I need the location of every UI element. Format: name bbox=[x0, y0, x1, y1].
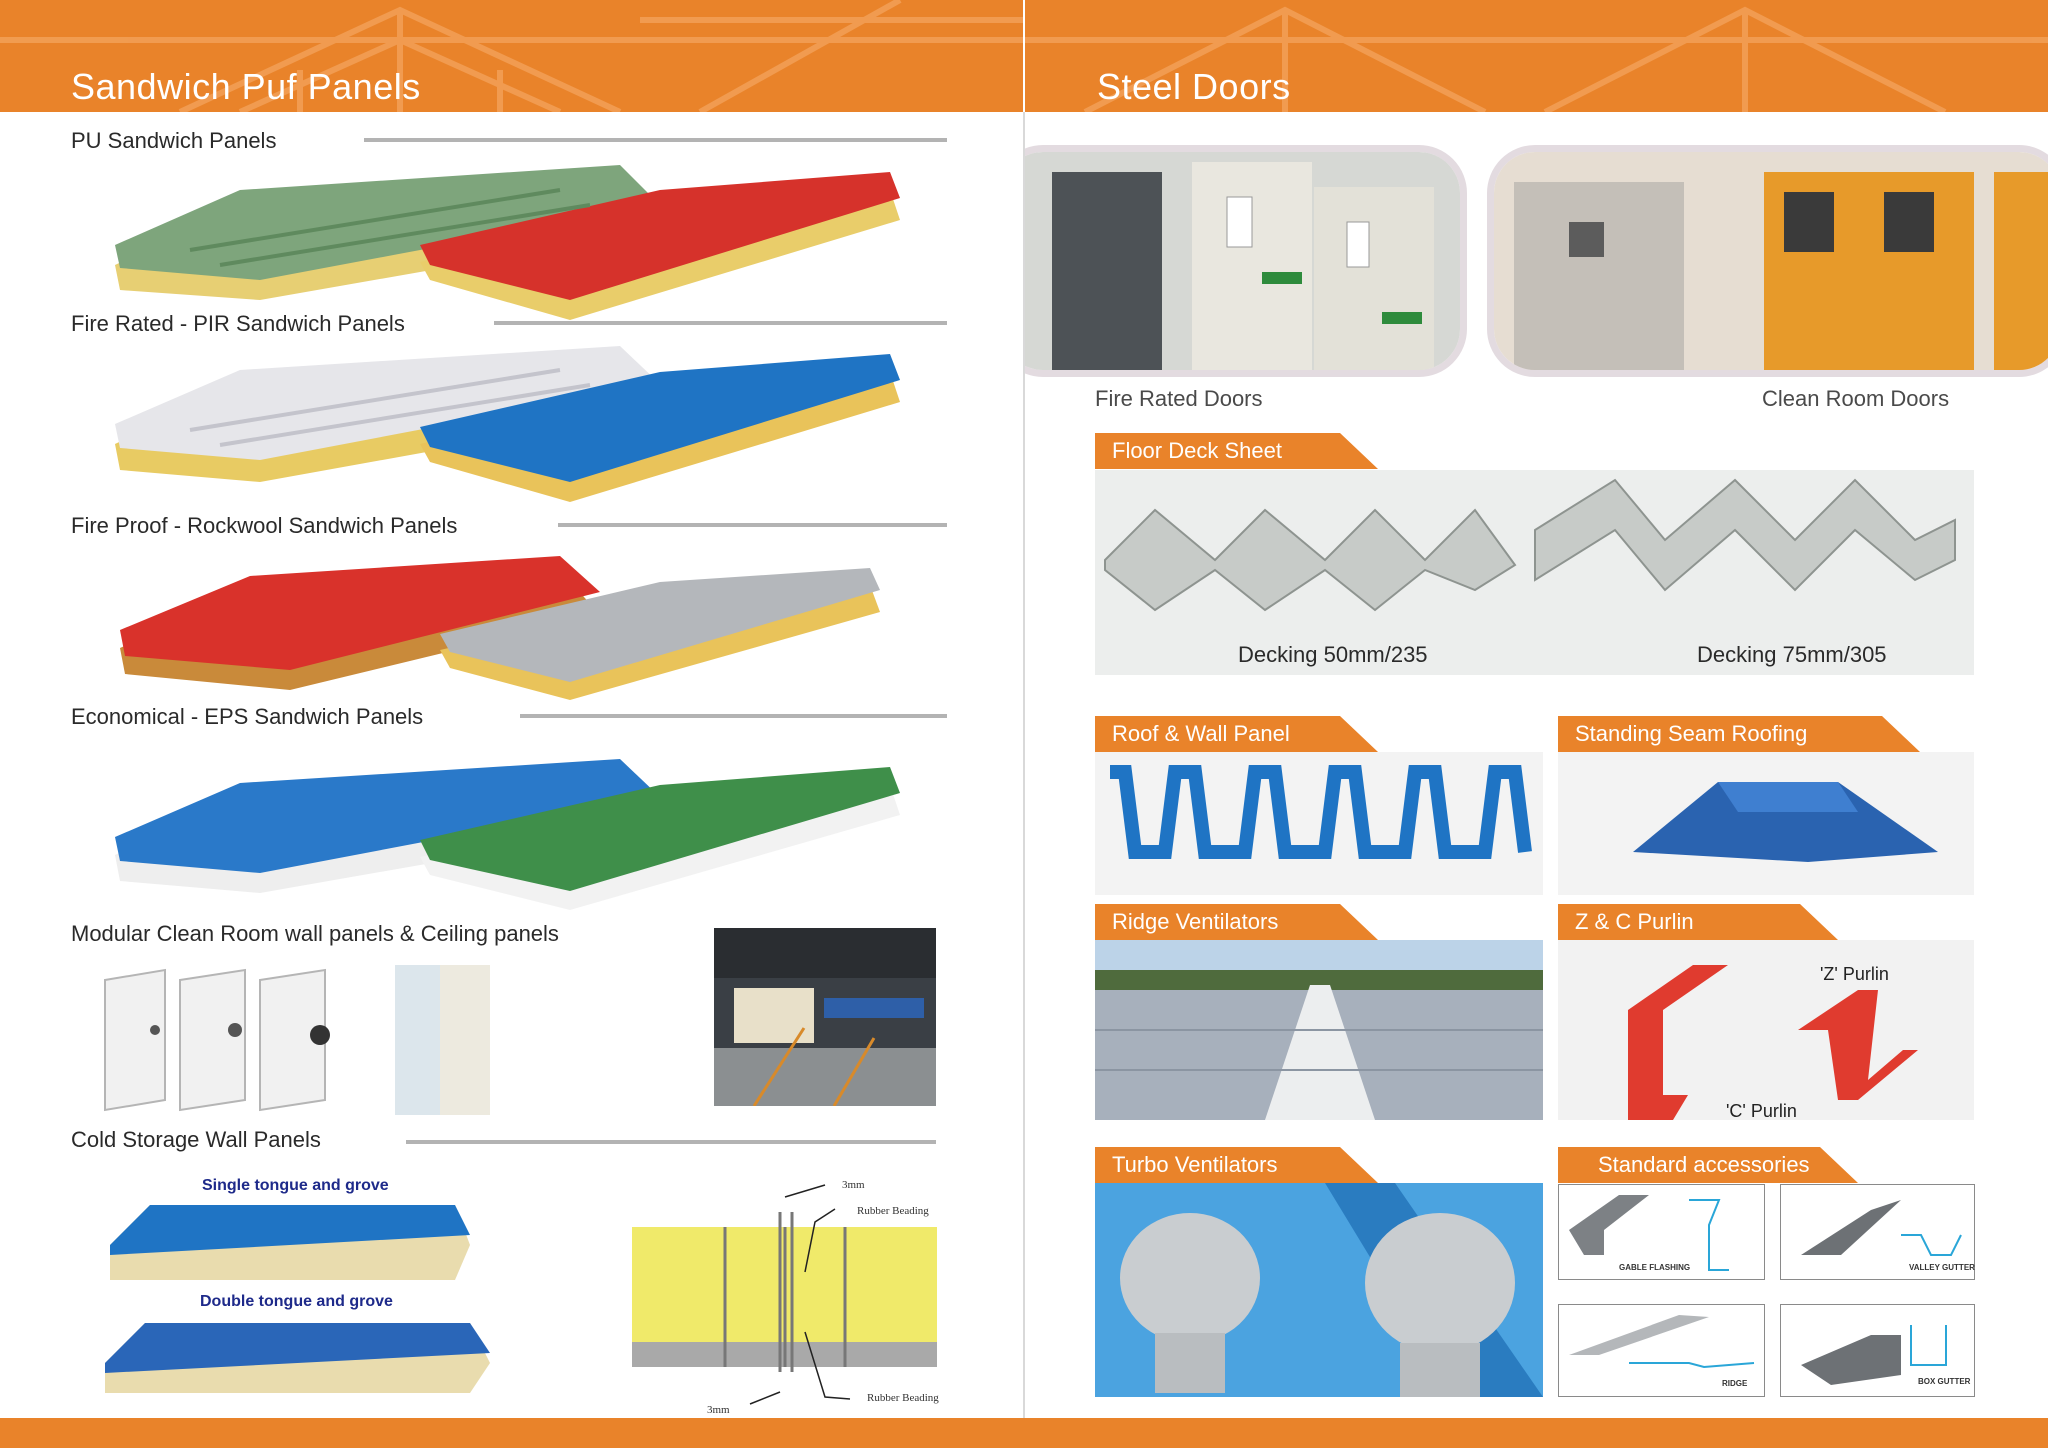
box-gutter-card: BOX GUTTER bbox=[1780, 1304, 1975, 1397]
beading-top-label: Rubber Beading bbox=[857, 1205, 929, 1217]
dim-top-label: 3mm bbox=[842, 1179, 865, 1191]
right-page-title: Steel Doors bbox=[1097, 66, 1291, 107]
standing-seam-image bbox=[1633, 782, 1938, 862]
decking-75-caption: Decking 75mm/305 bbox=[1697, 642, 1887, 667]
purlin-image bbox=[1628, 965, 1918, 1120]
c-purlin-label: 'C' Purlin bbox=[1726, 1101, 1797, 1121]
floor-deck-tag: Floor Deck Sheet bbox=[1095, 433, 1378, 469]
clean-room-door-photo bbox=[1487, 145, 2048, 377]
section-label-pu: PU Sandwich Panels bbox=[71, 128, 277, 153]
roof-truss-pattern bbox=[0, 0, 1023, 112]
single-tongue-panel-image bbox=[110, 1205, 470, 1280]
turbo-ventilators-panel bbox=[1095, 1183, 1543, 1397]
fire-rated-door-caption: Fire Rated Doors bbox=[1095, 386, 1263, 411]
section-rule bbox=[494, 321, 947, 325]
floor-deck-image bbox=[1104, 478, 1956, 612]
left-page: Sandwich Puf Panels PU Sandwich Panels F… bbox=[0, 0, 1023, 1448]
single-tongue-label: Single tongue and grove bbox=[202, 1177, 389, 1194]
ridge-ventilator-image bbox=[1095, 940, 1543, 1120]
section-label-rockwool: Fire Proof - Rockwool Sandwich Panels bbox=[71, 513, 458, 538]
fire-rated-door-photo bbox=[1025, 145, 1467, 377]
clean-room-panels-image bbox=[104, 965, 490, 1115]
ridge-label: RIDGE bbox=[1722, 1379, 1748, 1388]
gable-flashing-image bbox=[1569, 1195, 1729, 1271]
page-divider bbox=[1023, 112, 1025, 1418]
section-rule bbox=[558, 523, 947, 527]
gable-flashing-card: GABLE FLASHING bbox=[1558, 1184, 1765, 1280]
z-purlin-label: 'Z' Purlin bbox=[1820, 964, 1889, 984]
factory-photo bbox=[714, 928, 936, 1106]
ridge-ventilators-tag: Ridge Ventilators bbox=[1095, 904, 1378, 940]
turbo-ventilator-image bbox=[1120, 1183, 1543, 1397]
pir-panel-image bbox=[115, 346, 900, 502]
joint-diagram bbox=[632, 1184, 937, 1405]
valley-gutter-image bbox=[1801, 1200, 1962, 1256]
pu-panel-image bbox=[115, 165, 900, 320]
section-label-eps: Economical - EPS Sandwich Panels bbox=[71, 704, 424, 729]
valley-gutter-card: VALLEY GUTTER bbox=[1780, 1184, 1975, 1280]
left-header-band: Sandwich Puf Panels bbox=[0, 0, 1023, 112]
gable-flashing-label: GABLE FLASHING bbox=[1619, 1263, 1691, 1272]
turbo-ventilators-tag: Turbo Ventilators bbox=[1095, 1147, 1378, 1183]
section-label-modular: Modular Clean Room wall panels & Ceiling… bbox=[71, 921, 559, 946]
ridge-ventilators-panel bbox=[1095, 940, 1543, 1120]
box-gutter-image bbox=[1801, 1325, 1947, 1385]
dim-bottom-label: 3mm bbox=[707, 1404, 730, 1416]
section-rule bbox=[364, 138, 947, 142]
section-rule bbox=[406, 1140, 936, 1144]
purlin-panel bbox=[1558, 940, 1974, 1120]
left-page-title: Sandwich Puf Panels bbox=[71, 66, 421, 107]
rockwool-panel-image bbox=[120, 556, 880, 700]
beading-bottom-label: Rubber Beading bbox=[867, 1392, 939, 1404]
clean-room-door-caption: Clean Room Doors bbox=[1762, 386, 1950, 411]
decking-50-caption: Decking 50mm/235 bbox=[1238, 642, 1428, 667]
double-tongue-label: Double tongue and grove bbox=[200, 1293, 393, 1310]
section-label-pir: Fire Rated - PIR Sandwich Panels bbox=[71, 311, 405, 336]
section-rule bbox=[520, 714, 947, 718]
ridge-card: RIDGE bbox=[1558, 1304, 1765, 1397]
eps-panel-image bbox=[115, 759, 900, 910]
roof-wall-tag: Roof & Wall Panel bbox=[1095, 716, 1378, 752]
roof-wall-panel bbox=[1095, 752, 1543, 895]
valley-gutter-label: VALLEY GUTTER bbox=[1909, 1263, 1975, 1272]
standing-seam-panel bbox=[1558, 752, 1974, 895]
right-page: Steel Doors Fire Rated Doors Clean Room … bbox=[1025, 0, 2048, 1448]
footer-band bbox=[0, 1418, 2048, 1448]
double-tongue-panel-image bbox=[105, 1323, 490, 1393]
roof-wall-image bbox=[1110, 765, 1532, 859]
floor-deck-panel bbox=[1095, 470, 1974, 675]
box-gutter-label: BOX GUTTER bbox=[1918, 1377, 1971, 1386]
standing-seam-tag: Standing Seam Roofing bbox=[1558, 716, 1920, 752]
purlin-tag: Z & C Purlin bbox=[1558, 904, 1838, 940]
accessories-tag: Standard accessories bbox=[1558, 1147, 1858, 1183]
right-header-band: Steel Doors bbox=[1025, 0, 2048, 112]
section-label-cold-storage: Cold Storage Wall Panels bbox=[71, 1127, 321, 1152]
roof-truss-pattern bbox=[1025, 6, 2048, 112]
ridge-accessory-image bbox=[1569, 1315, 1755, 1369]
